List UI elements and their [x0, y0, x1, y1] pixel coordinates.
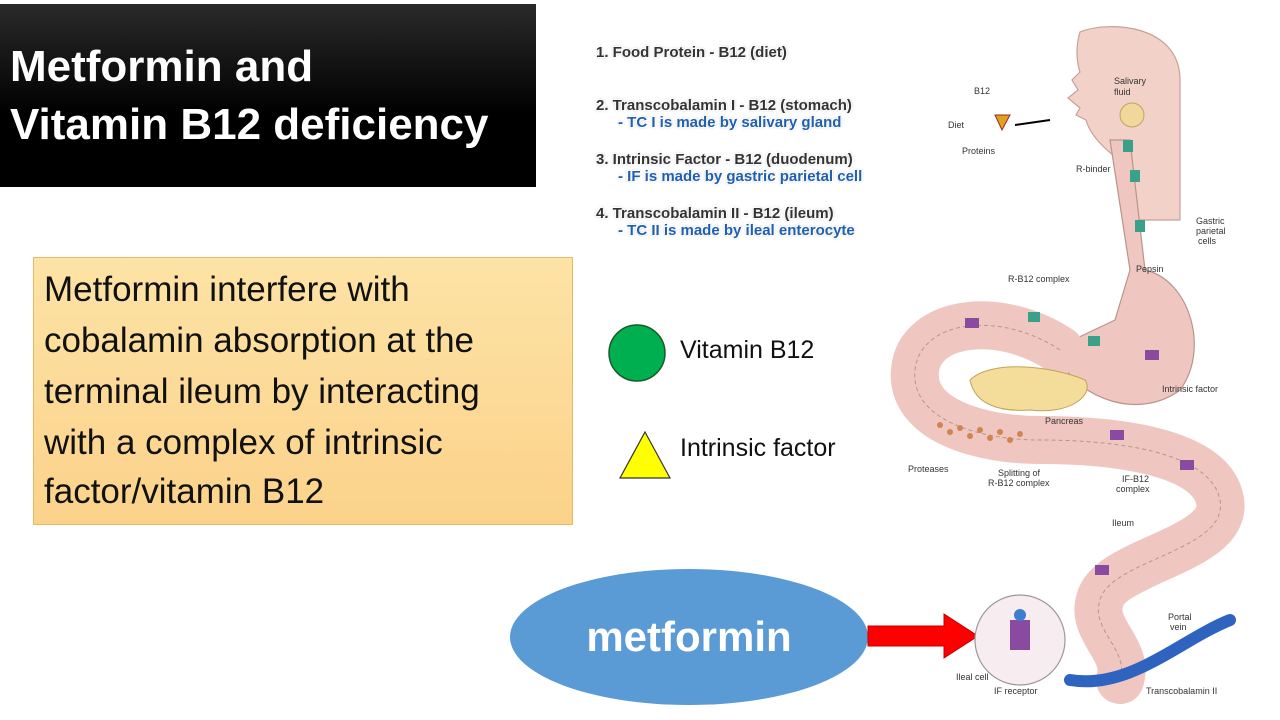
- title-line-1: Metformin and: [10, 42, 314, 91]
- description-line: with a complex of intrinsic: [44, 423, 443, 462]
- label-r-binder: R-binder: [1076, 164, 1111, 174]
- title-line-2: Vitamin B12 deficiency: [10, 100, 489, 149]
- description-line: Metformin interfere with: [44, 270, 410, 309]
- label-salivary: Salivary: [1114, 76, 1147, 86]
- step-2: 2. Transcobalamin I - B12 (stomach): [596, 97, 852, 114]
- label-proteases: Proteases: [908, 464, 949, 474]
- label-pancreas: Pancreas: [1045, 416, 1084, 426]
- diet-arrow: [1014, 119, 1051, 126]
- label-ileal-cell: Ileal cell: [956, 672, 989, 682]
- label-splitting-of: Splitting of: [998, 468, 1041, 478]
- description-box: Metformin interfere with cobalamin absor…: [33, 257, 573, 525]
- label-splitting-complex: R-B12 complex: [988, 478, 1050, 488]
- label-fluid: fluid: [1114, 87, 1131, 97]
- label-gastric: Gastric: [1196, 216, 1225, 226]
- label-proteins: Proteins: [962, 146, 996, 156]
- r-binder-complexes: [1028, 140, 1145, 346]
- label-if-b12: IF-B12: [1122, 474, 1149, 484]
- label-vein: vein: [1170, 622, 1187, 632]
- label-complex: complex: [1116, 484, 1150, 494]
- digestive-tract-illustration: B12 Diet Proteins Salivary fluid R-binde…: [890, 26, 1245, 704]
- label-transcobalamin-ii: Transcobalamin II: [1146, 686, 1217, 696]
- intestine-outline: [914, 324, 1221, 681]
- label-parietal: parietal: [1196, 226, 1226, 236]
- label-rb12-complex: R-B12 complex: [1008, 274, 1070, 284]
- description-line: factor/vitamin B12: [44, 472, 325, 511]
- step-2-sub: - TC I is made by salivary gland: [618, 114, 842, 131]
- portal-vein: [1064, 614, 1236, 688]
- step-4-sub: - TC II is made by ileal enterocyte: [618, 222, 855, 239]
- step-4: 4. Transcobalamin II - B12 (ileum): [596, 205, 834, 222]
- red-arrow-icon: [867, 613, 979, 659]
- metformin-label: metformin: [586, 613, 792, 660]
- if-receptor-complex: [1010, 620, 1030, 650]
- label-intrinsic-factor: Intrinsic factor: [1162, 384, 1218, 394]
- metformin-oval: metformin: [510, 569, 868, 705]
- intrinsic-factor-triangle-icon: [618, 430, 672, 479]
- if-b12-complexes: [965, 318, 1194, 575]
- label-cells: cells: [1198, 236, 1217, 246]
- label-diet: Diet: [948, 120, 965, 130]
- label-ileum: Ileum: [1112, 518, 1134, 528]
- label-b12: B12: [974, 86, 990, 96]
- label-if-receptor: IF receptor: [994, 686, 1038, 696]
- vitamin-b12-circle-icon: [608, 324, 666, 382]
- protease-dots: [937, 422, 1023, 443]
- step-3: 3. Intrinsic Factor - B12 (duodenum): [596, 151, 853, 168]
- step-1: 1. Food Protein - B12 (diet): [596, 44, 787, 61]
- salivary-gland: [1119, 102, 1145, 128]
- b12-molecule: [1014, 609, 1026, 621]
- step-3-sub: - IF is made by gastric parietal cell: [618, 168, 863, 185]
- description-line: terminal ileum by interacting: [44, 372, 480, 411]
- label-pepsin: Pepsin: [1136, 264, 1164, 274]
- legend-if-label: Intrinsic factor: [680, 434, 836, 462]
- title-box: Metformin and Vitamin B12 deficiency: [0, 4, 536, 187]
- label-portal: Portal: [1168, 612, 1192, 622]
- pancreas: [969, 366, 1088, 412]
- diet-b12-icon: [994, 114, 1011, 132]
- legend-b12-label: Vitamin B12: [680, 336, 815, 364]
- description-line: cobalamin absorption at the: [44, 321, 474, 360]
